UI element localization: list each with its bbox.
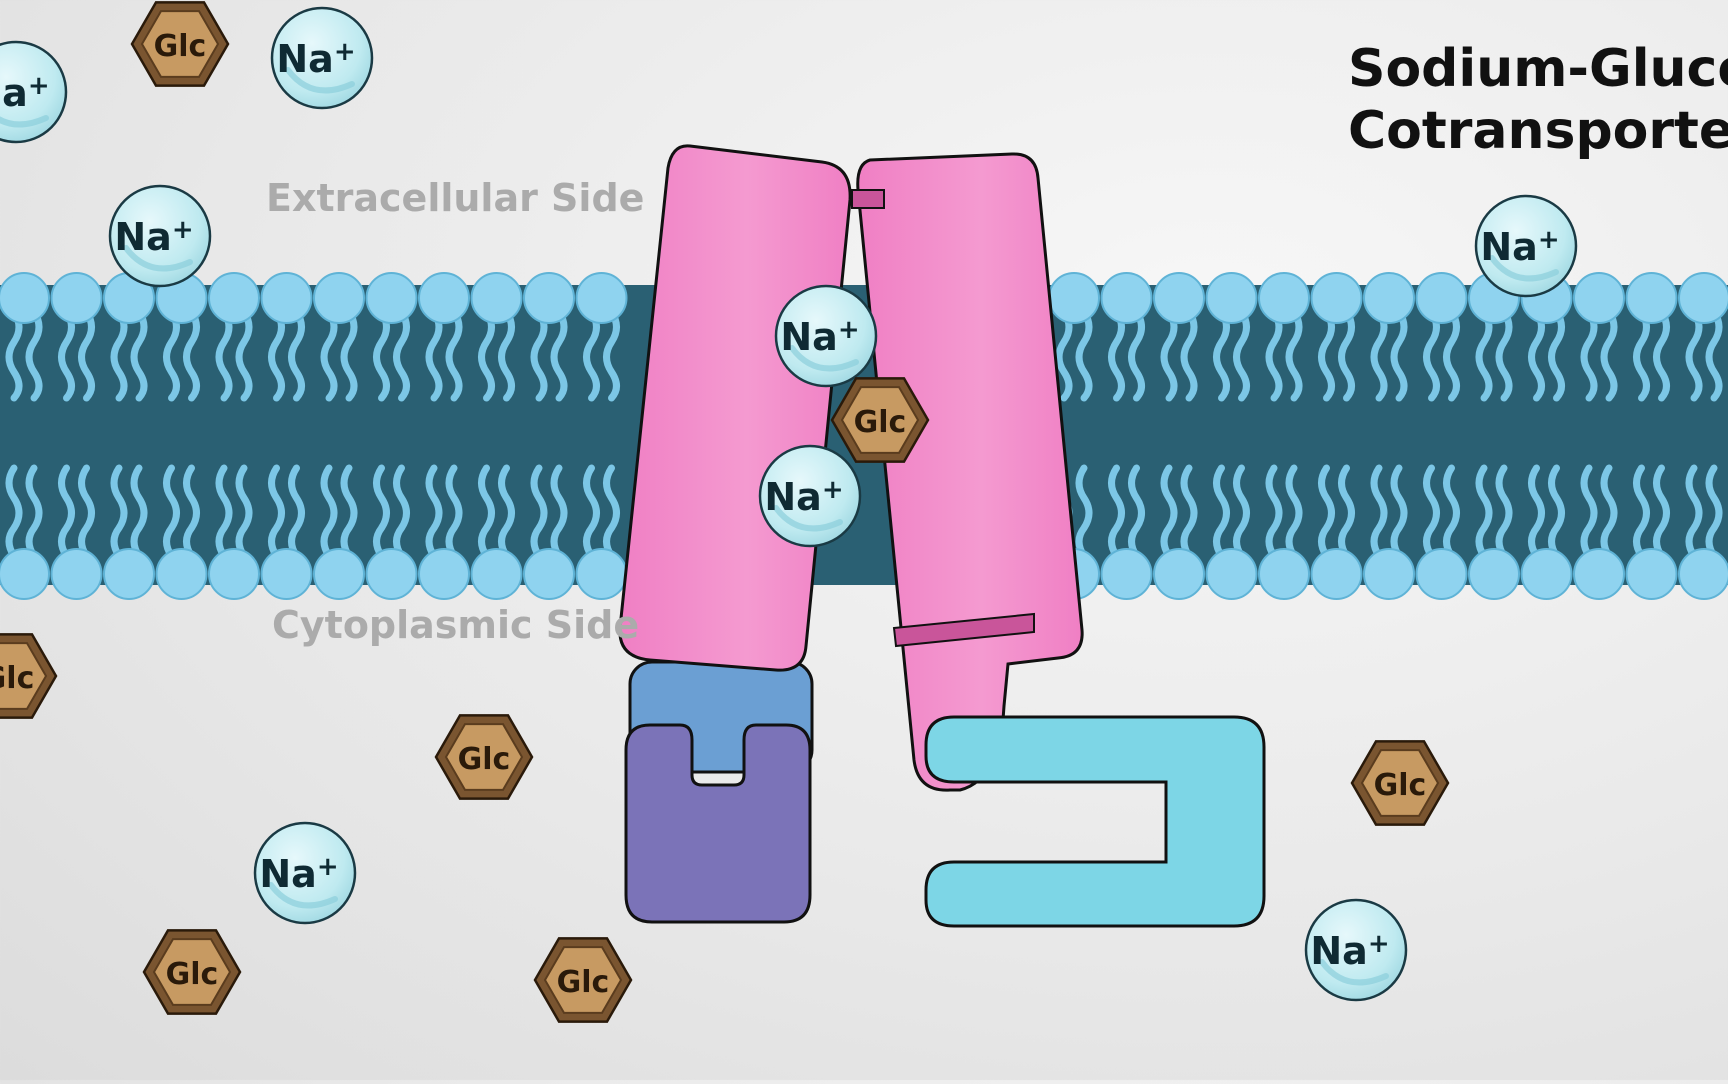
helix-band-top [851, 189, 885, 209]
sodium-ion-icon: Na+ [0, 40, 68, 144]
phospholipid-icon [575, 272, 628, 600]
phospholipid-icon [0, 272, 50, 600]
sodium-label: Na+ [114, 215, 193, 259]
phospholipid-icon [1363, 272, 1415, 600]
phospholipid-icon [365, 272, 418, 600]
sodium-ion-icon: Na+ [270, 6, 374, 110]
glucose-label: Glc [458, 742, 511, 777]
cyan-domain [924, 715, 1266, 928]
sodium-label: Na+ [780, 315, 859, 359]
phospholipid-icon [1415, 272, 1468, 600]
sodium-label: Na+ [259, 852, 338, 896]
title-line-2: Cotransporter [1348, 101, 1728, 161]
glucose-molecule-icon: Glc [830, 377, 930, 463]
glucose-label: Glc [0, 661, 34, 696]
glucose-molecule-icon: Glc [0, 633, 58, 719]
phospholipid-icon [1205, 272, 1258, 600]
phospholipid-bilayer [0, 272, 1728, 600]
glucose-molecule-icon: Glc [533, 937, 633, 1023]
phospholipid-icon [1100, 272, 1153, 600]
purple-domain [624, 723, 812, 924]
transporter-helix-left [618, 144, 852, 672]
sodium-ion-icon: Na+ [774, 284, 878, 388]
glucose-molecule-icon: Glc [434, 714, 534, 800]
sodium-ion-icon: Na+ [253, 821, 357, 925]
molecules: Na+Na+Na+Na+Na+Na+Na+Na+GlcGlcGlcGlcGlcG… [0, 1, 1578, 1023]
phospholipid-icon [418, 272, 470, 600]
phospholipid-icon [313, 272, 365, 600]
phospholipid-icon [50, 272, 103, 600]
title-line-1: Sodium-Glucose [1348, 39, 1728, 99]
sodium-ion-icon: Na+ [1304, 898, 1408, 1002]
helix-band-bottom [892, 612, 1035, 648]
transporter-helix-right [856, 152, 1084, 792]
phospholipid-icon [1573, 272, 1625, 600]
glucose-molecule-icon: Glc [130, 1, 230, 87]
phospholipid-icon [208, 272, 260, 600]
phospholipid-icon [470, 272, 523, 600]
phospholipid-icon [1678, 272, 1728, 600]
glucose-label: Glc [154, 29, 207, 64]
phospholipid-icon [523, 272, 575, 600]
glucose-label: Glc [1374, 768, 1427, 803]
glucose-label: Glc [166, 957, 219, 992]
phospholipid-icon [1310, 272, 1363, 600]
phospholipid-icon [1258, 272, 1310, 600]
sodium-glucose-cotransporter [618, 144, 1266, 928]
glucose-molecule-icon: Glc [1350, 740, 1450, 826]
phospholipid-icon [1153, 272, 1205, 600]
sodium-label: Na+ [1310, 929, 1389, 973]
sodium-ion-icon: Na+ [108, 184, 212, 288]
sodium-ion-icon: Na+ [1474, 194, 1578, 298]
glucose-molecule-icon: Glc [142, 929, 242, 1015]
glucose-label: Glc [557, 965, 610, 1000]
cytoplasmic-side-label: Cytoplasmic Side [272, 603, 640, 647]
phospholipid-icon [1468, 272, 1520, 600]
sodium-label: Na+ [0, 71, 50, 115]
sodium-label: Na+ [1480, 225, 1559, 269]
glucose-label: Glc [854, 405, 907, 440]
sodium-ion-icon: Na+ [758, 444, 862, 548]
phospholipid-icon [1625, 272, 1678, 600]
diagram-title: Sodium-Glucose Cotransporter [1348, 38, 1728, 162]
extracellular-side-label: Extracellular Side [266, 176, 645, 220]
phospholipid-icon [103, 272, 155, 600]
phospholipid-icon [260, 272, 313, 600]
sodium-label: Na+ [276, 37, 355, 81]
sodium-label: Na+ [764, 475, 843, 519]
